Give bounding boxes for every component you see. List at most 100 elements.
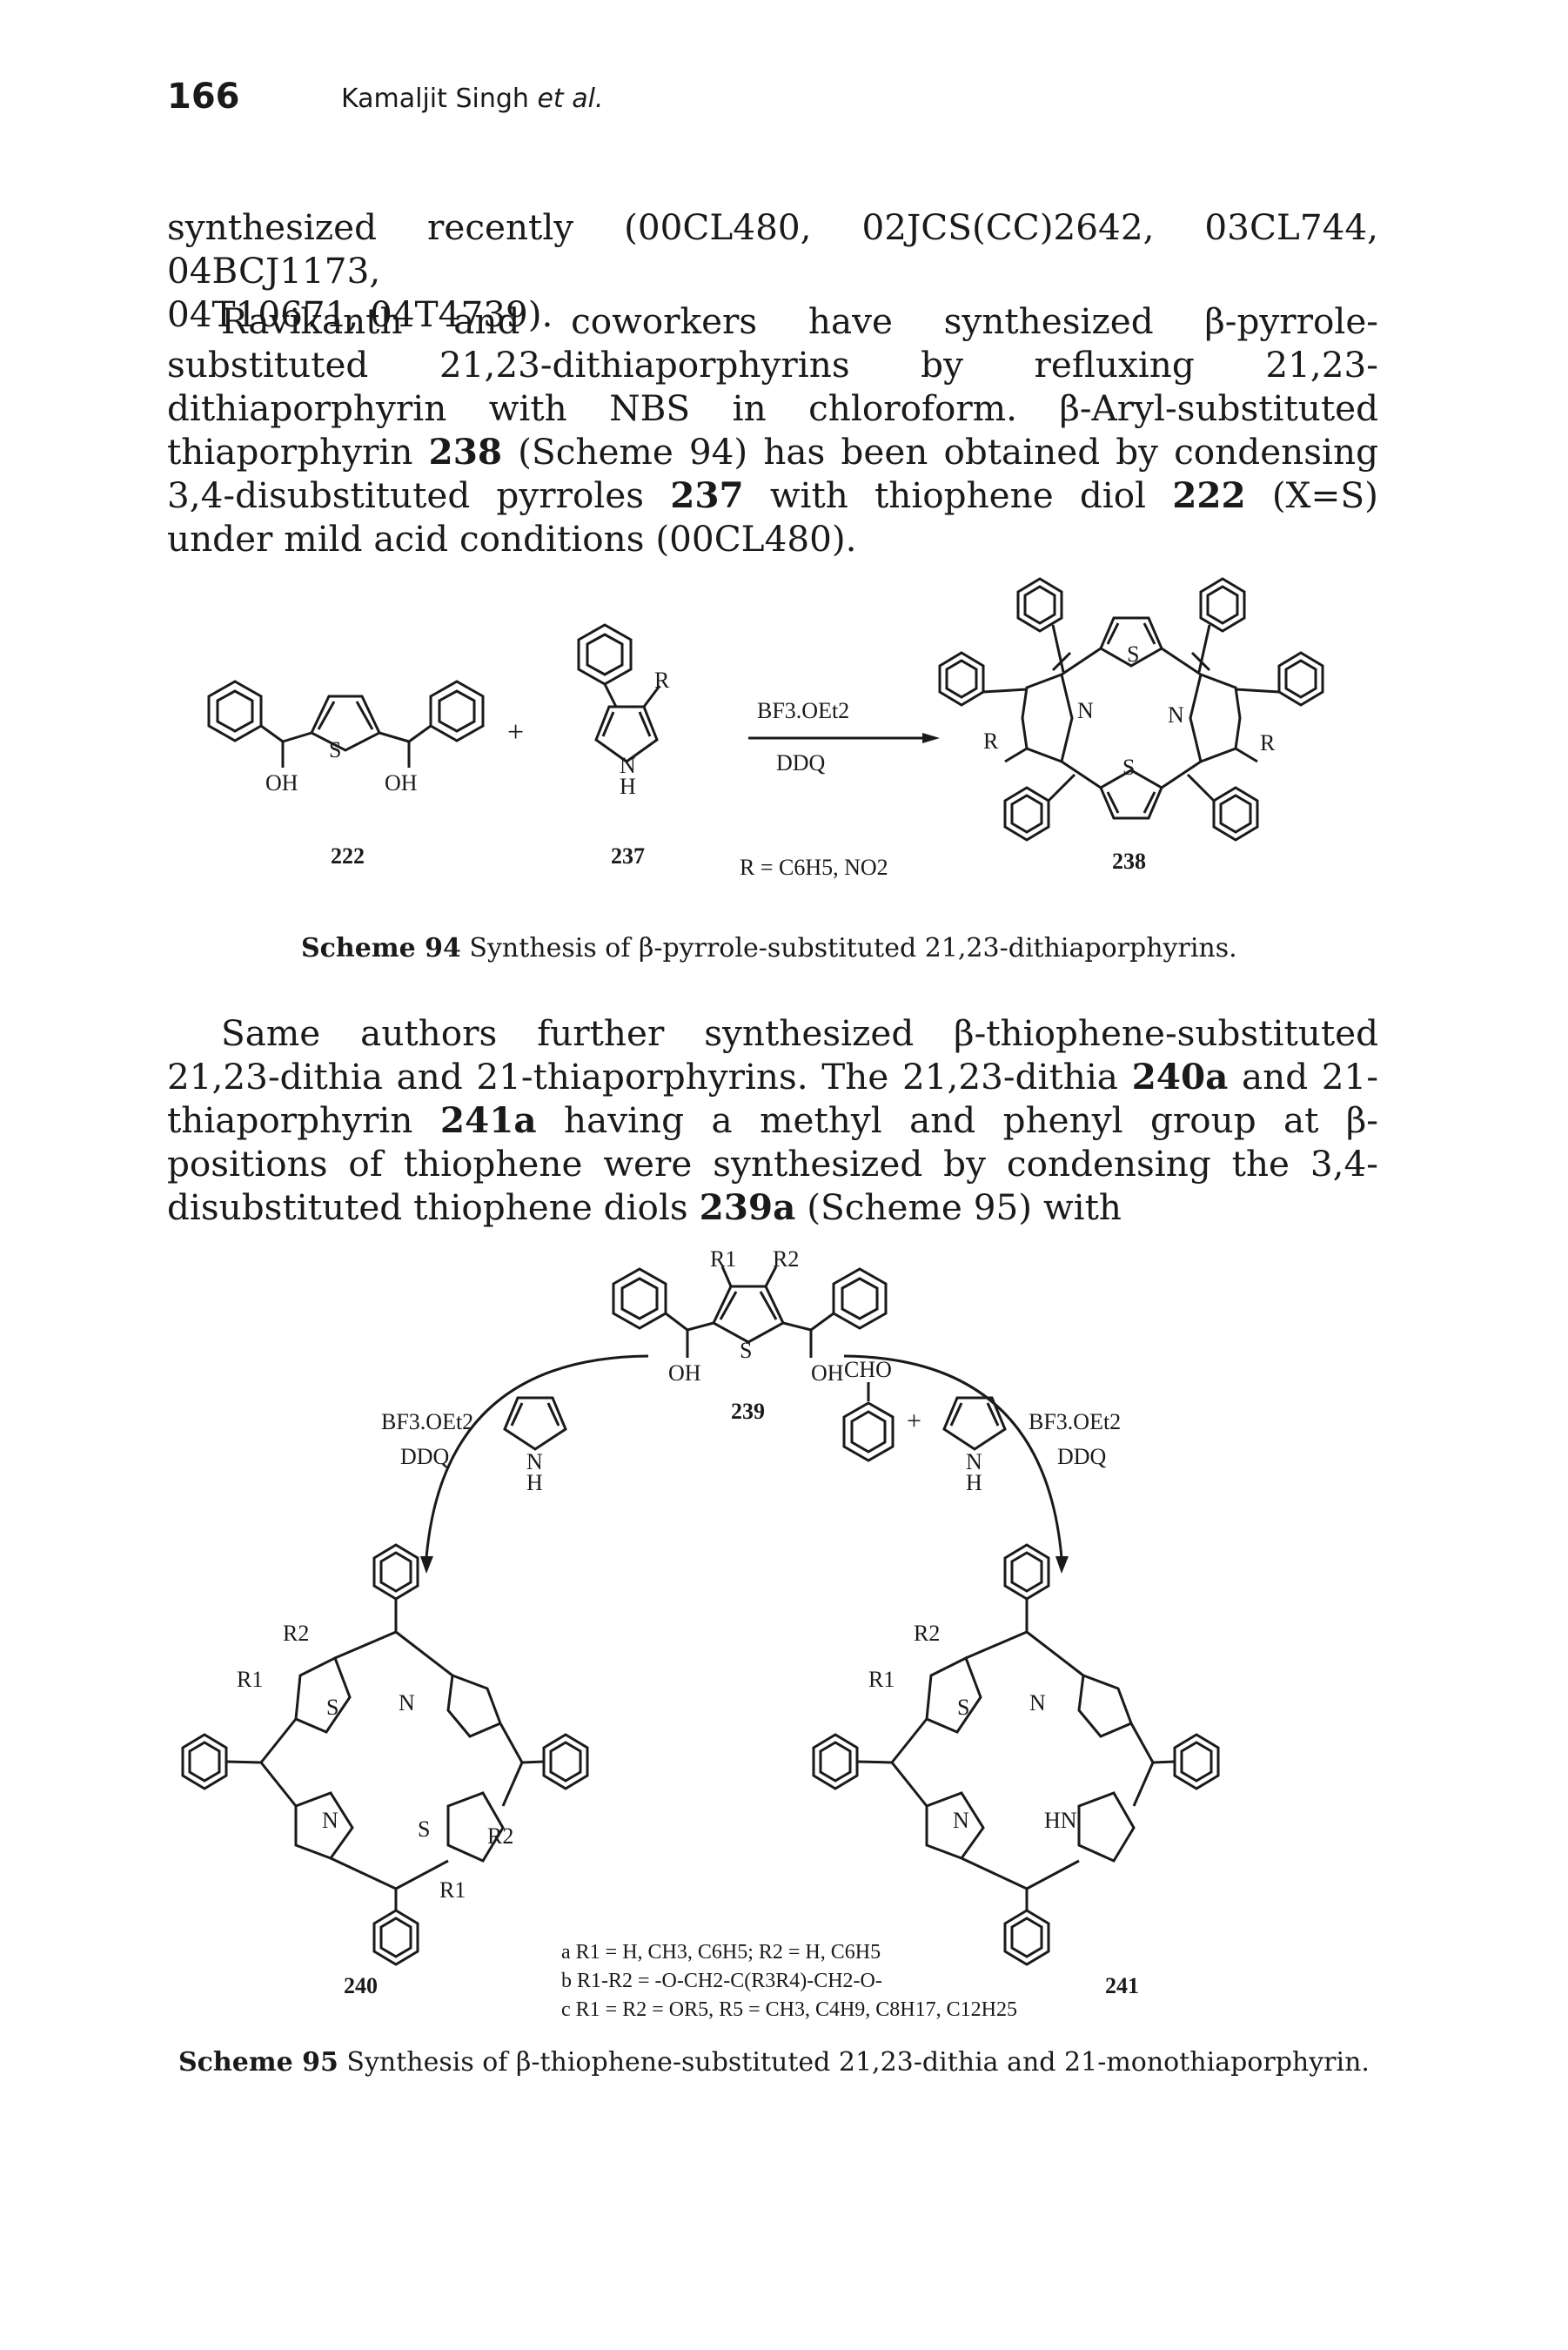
- running-head-author: Kamaljit Singh et al.: [341, 84, 603, 114]
- compound-ref-241a: 241a: [439, 1099, 537, 1141]
- r1-label-239: R1: [710, 1246, 736, 1272]
- r-definition: R = C6H5, NO2: [740, 855, 888, 880]
- pyrrole-reagent-right: [942, 1396, 1007, 1451]
- caption-95-label: Scheme 95: [178, 2047, 338, 2078]
- paragraph-1-line-2: 04T10671, 04T4739).: [167, 293, 553, 335]
- r1-label-240: R1: [237, 1667, 263, 1692]
- hn-label-241: HN: [1044, 1808, 1077, 1833]
- s-label-239: S: [740, 1338, 752, 1363]
- r2-label-239: R2: [773, 1246, 799, 1272]
- oh-label-239-right: OH: [811, 1360, 844, 1386]
- compound-ref-222: 222: [1172, 474, 1246, 516]
- phenyl-240-top: [372, 1543, 419, 1601]
- n-label-240-right: N: [399, 1690, 415, 1716]
- phenyl-ring-222-right: [429, 680, 485, 742]
- phenyl-240-left: [181, 1733, 228, 1790]
- arrow-left-curve: [425, 1354, 649, 1559]
- reagent-right-ddq: DDQ: [1057, 1444, 1107, 1469]
- compound-label-237: 237: [611, 843, 645, 869]
- phenyl-241-right: [1173, 1733, 1220, 1790]
- porphyrin-238-core: [1021, 616, 1242, 820]
- phenyl-241-bottom: [1003, 1909, 1050, 1966]
- caption-94-text: Synthesis of β-pyrrole-substituted 21,23…: [460, 933, 1237, 964]
- compound-ref-239a: 239a: [699, 1186, 796, 1228]
- reagent-left-ddq: DDQ: [400, 1444, 450, 1469]
- benzaldehyde-ring: [842, 1401, 895, 1462]
- caption-95-text: Synthesis of β-thiophene-substituted 21,…: [338, 2047, 1370, 2078]
- reagent-left-bf3: BF3.OEt2: [381, 1409, 473, 1434]
- s-label-240-bottom: S: [418, 1816, 430, 1842]
- r1-label-241: R1: [868, 1667, 895, 1692]
- compound-label-222: 222: [331, 843, 365, 869]
- h-label-pyrrole-left: H: [526, 1470, 543, 1495]
- paragraph-2: Ravikanth and coworkers have synthesized…: [167, 299, 1378, 561]
- r2-label-240-bottom: R2: [487, 1823, 513, 1849]
- p3-text-a: Same authors further synthesized β-thiop…: [167, 1012, 1378, 1098]
- n-label-pyrrole-right: N: [966, 1449, 982, 1474]
- scheme-95-caption: Scheme 95 Synthesis of β-thiophene-subst…: [178, 2047, 1414, 2078]
- bond-r-237: [642, 685, 661, 708]
- paragraph-1: synthesized recently (00CL480, 02JCS(CC)…: [167, 205, 1378, 336]
- oh-label-left: OH: [265, 770, 298, 796]
- r-label-237: R: [654, 668, 670, 693]
- reagent-ddq: DDQ: [776, 750, 826, 776]
- pyrrole-reagent-left: [503, 1396, 567, 1451]
- cho-label: CHO: [844, 1357, 892, 1382]
- phenyl-239-left: [612, 1267, 667, 1330]
- definition-c: c R1 = R2 = OR5, R5 = CH3, C4H9, C8H17, …: [561, 1998, 1017, 2021]
- oh-label-right: OH: [385, 770, 418, 796]
- definition-b: b R1-R2 = -O-CH2-C(R3R4)-CH2-O-: [561, 1970, 882, 1992]
- compound-ref-237: 237: [670, 474, 744, 516]
- paragraph-3: Same authors further synthesized β-thiop…: [167, 1011, 1378, 1229]
- author-suffix: et al.: [537, 84, 604, 114]
- compound-ref-238: 238: [428, 431, 503, 473]
- n-label-pyrrole-left: N: [526, 1449, 543, 1474]
- definition-a: a R1 = H, CH3, C6H5; R2 = H, C6H5: [561, 1941, 881, 1964]
- porphyrin-240-core: [259, 1630, 524, 1890]
- r-label-238-right: R: [1260, 730, 1276, 755]
- s-label-238-top: S: [1127, 641, 1139, 667]
- phenyl-238-bottom-left: [1003, 786, 1050, 842]
- p3-text-d: (Scheme 95) with: [795, 1186, 1122, 1228]
- p3-text-c: having a methyl and phenyl group at β-po…: [167, 1099, 1378, 1228]
- r-label-238-left: R: [983, 728, 999, 754]
- scheme-94-diagram: OH OH S + R N H BF3.OEt2 DDQ R = C6H5, N…: [207, 577, 1324, 880]
- plus-sign: +: [507, 716, 524, 749]
- phenyl-238-top-left: [1016, 577, 1063, 633]
- compound-label-238: 238: [1112, 849, 1146, 874]
- s-label-222: S: [329, 737, 341, 762]
- p2-text-c: with thiophene diol: [743, 474, 1173, 516]
- compound-label-241: 241: [1105, 1973, 1139, 1998]
- caption-94-label: Scheme 94: [301, 933, 461, 964]
- p2-text-a: Ravikanth and coworkers have synthesized…: [167, 300, 1378, 473]
- n-label-241-right: N: [1029, 1690, 1046, 1716]
- pyrrole-ring-237: [594, 705, 659, 763]
- paragraph-2-text: Ravikanth and coworkers have synthesized…: [167, 299, 1378, 561]
- compound-ref-240a: 240a: [1131, 1056, 1229, 1098]
- s-label-238-bottom: S: [1122, 755, 1135, 780]
- n-label-237: N: [620, 753, 636, 778]
- p2-text-b: (Scheme 94) has been obtained by condens…: [167, 431, 1378, 516]
- n-label-241-left: N: [953, 1808, 969, 1833]
- phenyl-240-bottom: [372, 1909, 419, 1966]
- phenyl-ring-237: [577, 623, 633, 686]
- reagent-bf3: BF3.OEt2: [757, 698, 849, 723]
- paragraph-1-line-1: synthesized recently (00CL480, 02JCS(CC)…: [167, 206, 1378, 292]
- phenyl-238-top-right: [1199, 577, 1246, 633]
- porphyrin-241-core: [890, 1630, 1155, 1890]
- r1-label-240-bottom: R1: [439, 1877, 466, 1903]
- phenyl-241-top: [1003, 1543, 1050, 1601]
- n-label-238-left: N: [1077, 698, 1094, 723]
- n-label-240-left: N: [322, 1808, 338, 1833]
- phenyl-241-left: [812, 1733, 859, 1790]
- r2-label-241: R2: [914, 1621, 940, 1646]
- thiophene-ring-222: [310, 695, 381, 752]
- h-label-pyrrole-right: H: [966, 1470, 982, 1495]
- phenyl-240-right: [542, 1733, 589, 1790]
- phenyl-238-right: [1277, 651, 1324, 707]
- p2-text-d: (X=S) under mild acid conditions (00CL48…: [167, 474, 1378, 560]
- n-label-238-right: N: [1168, 702, 1184, 728]
- bond: [260, 724, 284, 743]
- s-label-240-top: S: [326, 1695, 338, 1720]
- thiophene-239: [712, 1285, 785, 1344]
